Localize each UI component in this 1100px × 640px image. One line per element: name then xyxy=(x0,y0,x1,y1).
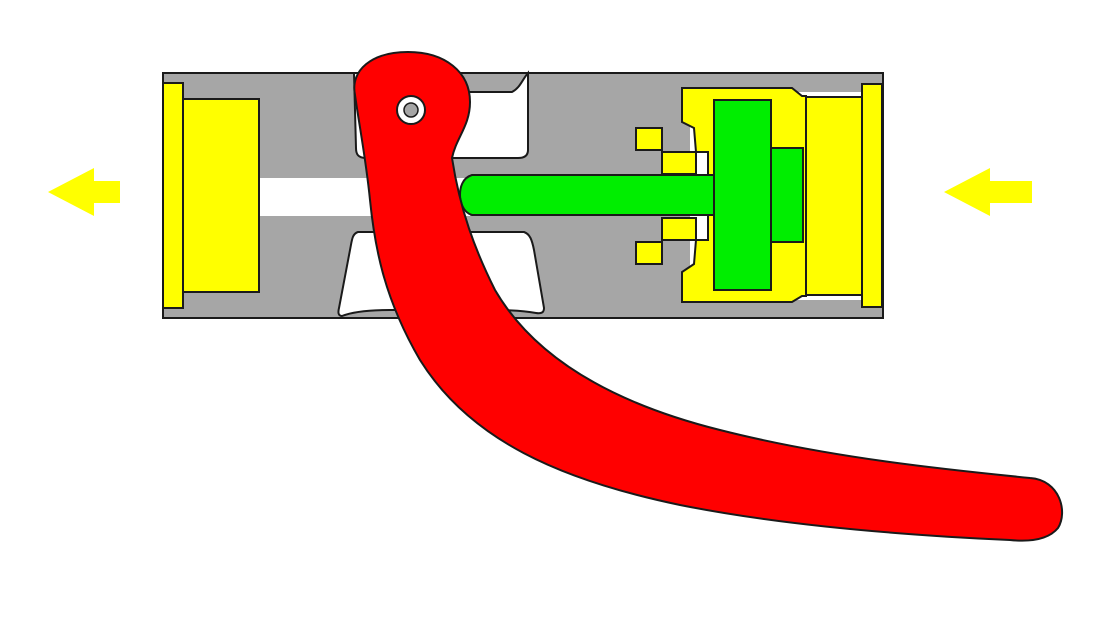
left-endcap-flange xyxy=(162,82,184,309)
guide-upper xyxy=(661,151,697,175)
left-endcap xyxy=(162,82,260,309)
piston-boss xyxy=(770,147,804,243)
right-arrow xyxy=(944,168,1032,216)
right-endcap-flange xyxy=(861,83,883,308)
right-endcap-plug xyxy=(805,96,863,296)
left-arrow xyxy=(48,168,120,216)
left-endcap-plug xyxy=(182,98,260,293)
piston-head xyxy=(713,99,772,291)
lever-arm xyxy=(353,50,1064,542)
seal-upper xyxy=(635,127,663,151)
pivot-pin-center xyxy=(403,102,419,118)
seal-lower xyxy=(635,241,663,265)
guide-lower xyxy=(661,217,697,241)
piston-rod xyxy=(458,174,717,216)
lever xyxy=(353,50,1064,542)
piston xyxy=(458,99,804,291)
